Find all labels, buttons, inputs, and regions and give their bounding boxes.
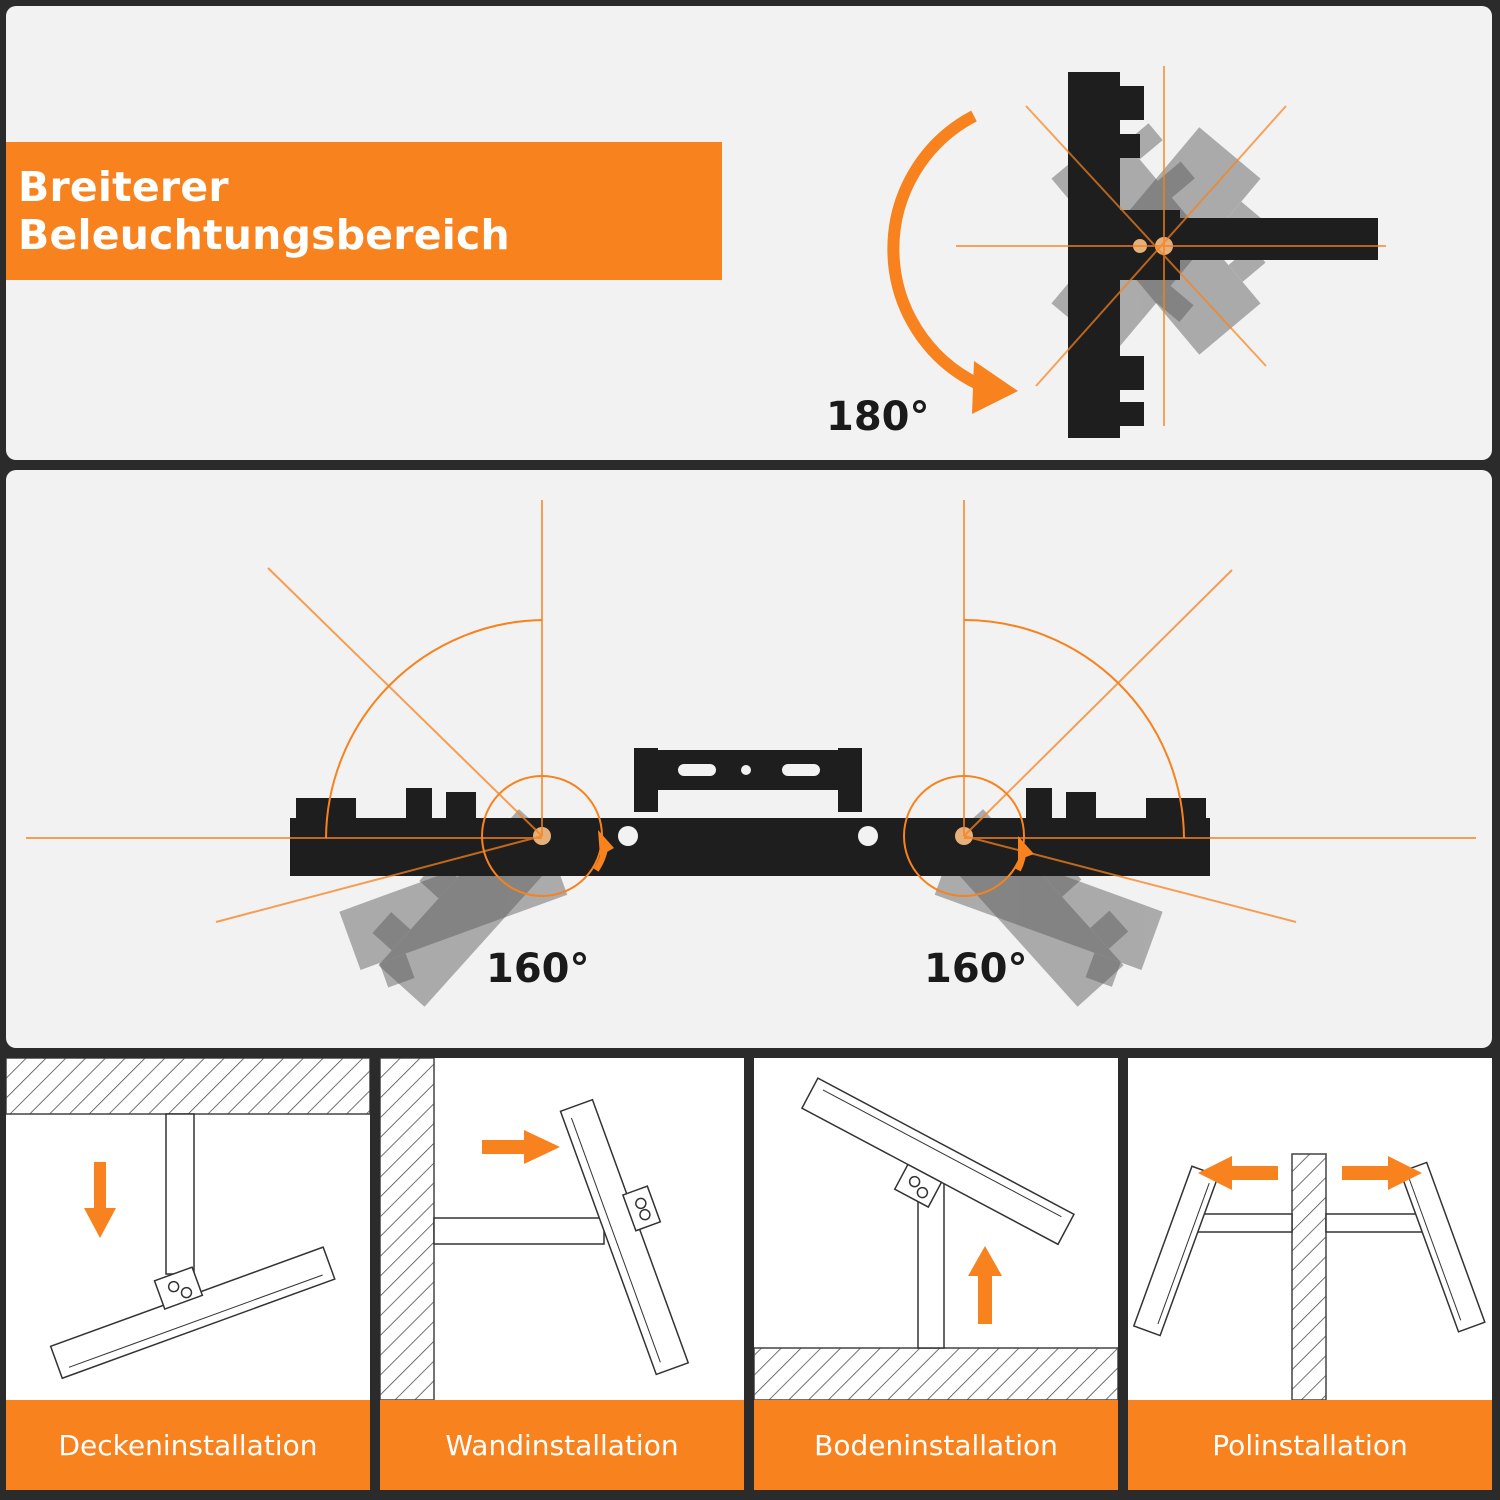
rotation-arc-arrow [887, 110, 981, 390]
arc-arrowhead [972, 361, 1018, 414]
installation-card-ground: Bodeninstallation [754, 1058, 1118, 1490]
arrowhead-left [598, 830, 614, 856]
installation-card-wall: Wandinstallation [380, 1058, 744, 1490]
label-ceiling: Deckeninstallation [6, 1400, 370, 1490]
label-ground: Bodeninstallation [754, 1400, 1118, 1490]
ground-mount-icon [754, 1077, 1118, 1401]
arrowhead-right [1018, 836, 1034, 860]
light-rays-horizontal [26, 500, 1476, 923]
installation-card-ceiling: Deckeninstallation [6, 1058, 370, 1490]
main-fixture-vertical [1068, 72, 1378, 438]
headline-banner: Breiterer Beleuchtungsbereich [6, 142, 722, 280]
ceiling-mount-icon [6, 1058, 370, 1380]
headline-text: Breiterer Beleuchtungsbereich [18, 163, 510, 259]
angle-160-left-label: 160° [486, 946, 590, 992]
label-wall: Wandinstallation [380, 1400, 744, 1490]
wall-mount-icon [380, 1058, 690, 1401]
light-rays [956, 66, 1386, 426]
installation-card-pole: Polinstallation [1128, 1058, 1492, 1490]
horizontal-rotation-illustration [26, 500, 1476, 1007]
label-pole: Polinstallation [1128, 1400, 1492, 1490]
top-rotation-panel: Breiterer Beleuchtungsbereich [6, 6, 1492, 460]
pole-mount-icon [1132, 1153, 1486, 1401]
horizontal-rotation-panel: 160° 160° [6, 470, 1492, 1048]
angle-180-label: 180° [826, 394, 930, 440]
vertical-rotation-illustration [887, 66, 1386, 438]
angle-160-right-label: 160° [924, 946, 1028, 992]
main-fixture-horizontal [290, 748, 1210, 876]
